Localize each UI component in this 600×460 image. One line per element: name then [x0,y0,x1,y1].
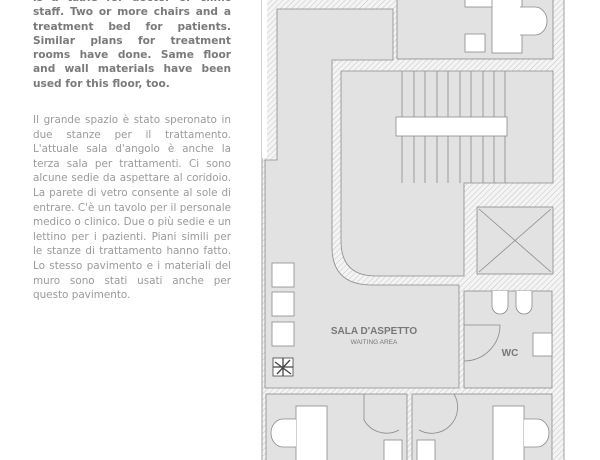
waiting-chair [271,262,295,288]
description-english: is a table for doctor or clinic staff. T… [33,0,231,90]
waiting-room-sublabel: WAITING AREA [351,339,398,346]
waiting-area-floor [264,8,460,389]
description-italian: Il grande spazio è stato speronato in du… [33,114,231,302]
waiting-chair [271,291,295,317]
bidet [515,291,533,315]
wc-label: WC [502,348,519,359]
sink [532,332,553,357]
stair-landing [395,116,508,137]
waiting-chair [271,321,295,347]
wc-door [463,324,501,362]
toilet [491,291,509,315]
plant-icon [272,357,294,377]
waiting-room-label: SALA D'ASPETTO [331,326,417,337]
